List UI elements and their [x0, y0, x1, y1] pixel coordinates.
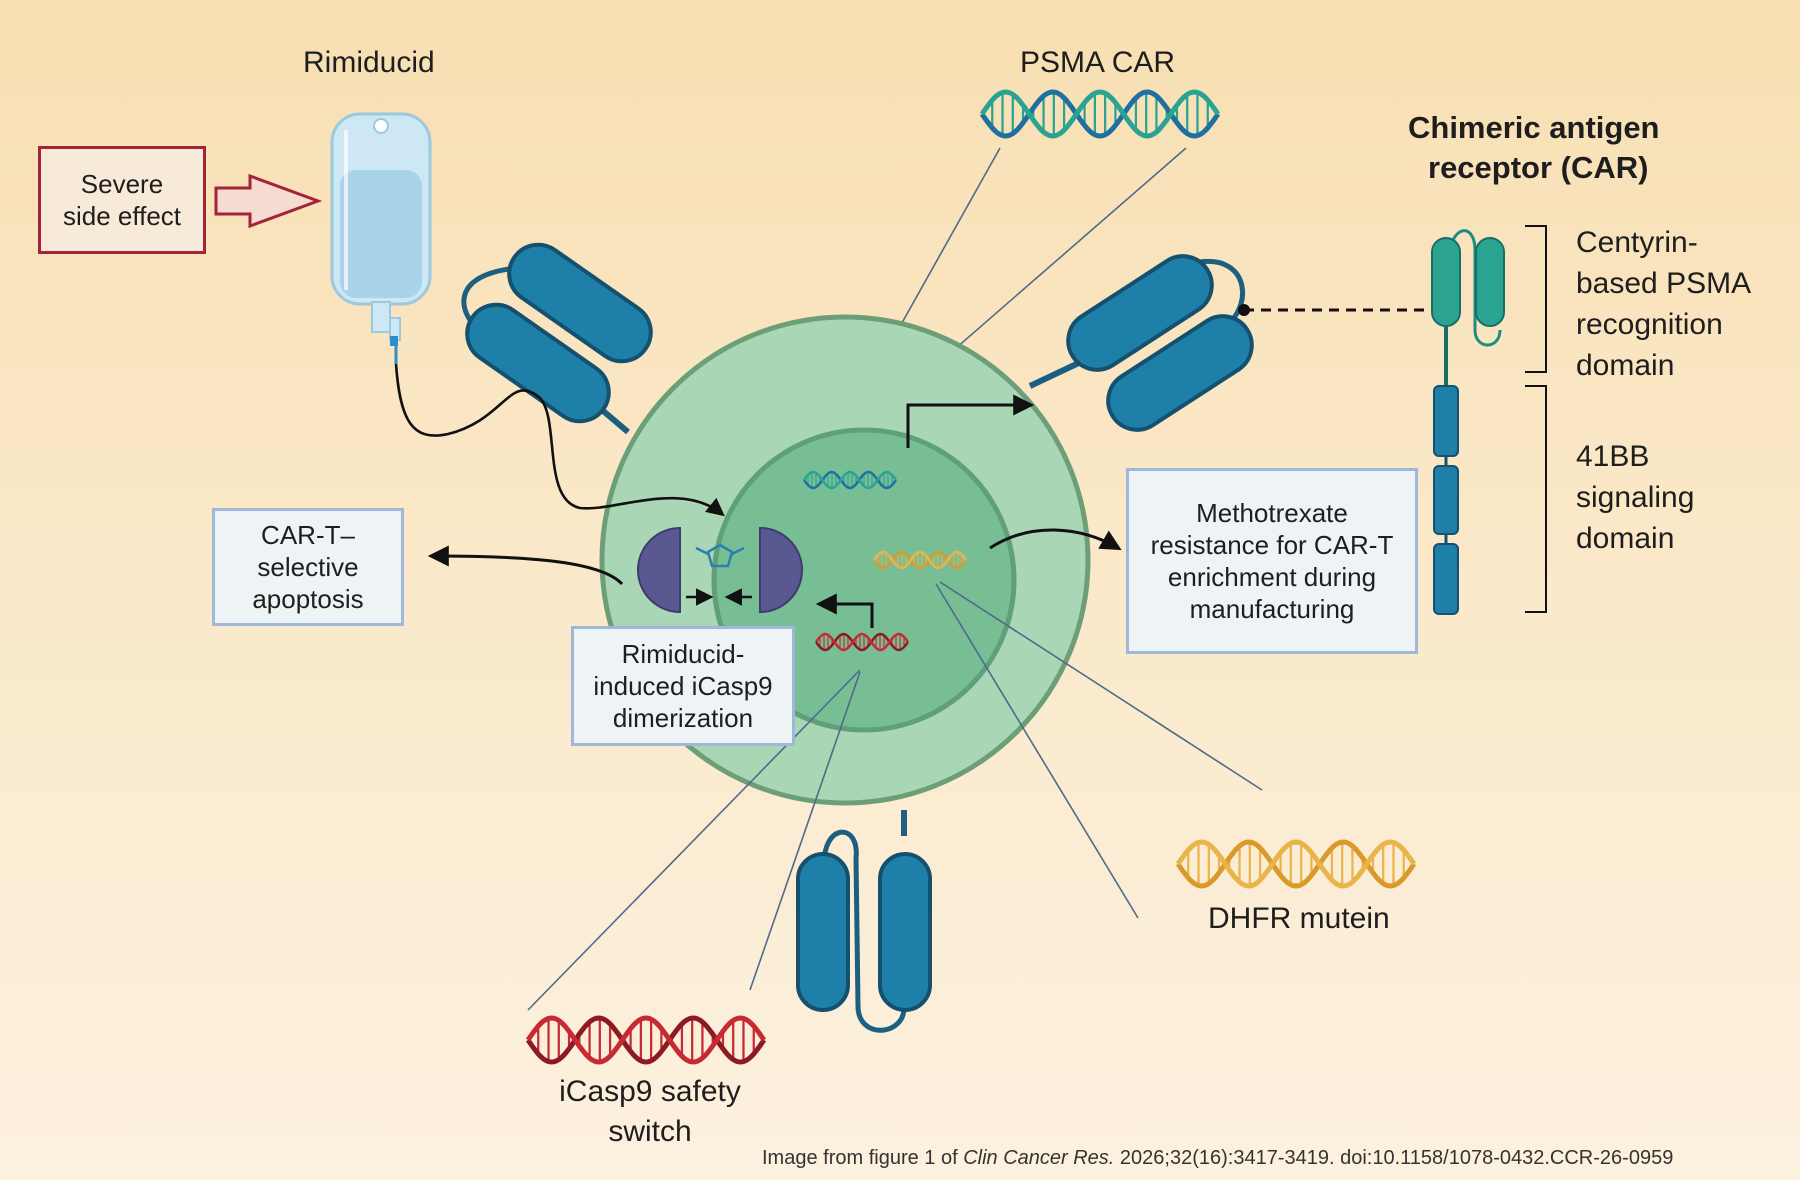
box-line: Methotrexate — [1196, 498, 1348, 528]
nucleus-psma-dna-icon — [803, 470, 897, 490]
centyrin-line: domain — [1576, 349, 1675, 382]
dimerization-box: Rimiducid- induced iCasp9 dimerization — [571, 626, 795, 746]
centyrin-line: recognition — [1576, 308, 1723, 341]
image-credit: Image from figure 1 of Clin Cancer Res. … — [762, 1147, 1673, 1170]
psma-car-label: PSMA CAR — [1020, 46, 1176, 79]
car-expression-arrow — [906, 394, 1035, 448]
box-line: side effect — [62, 201, 182, 231]
apoptosis-arrow — [427, 545, 624, 586]
box-line: Severe — [80, 169, 164, 199]
iv-bag-icon — [330, 112, 432, 364]
icasp9-dna-icon — [525, 1015, 767, 1065]
nucleus-icasp9-dna-icon — [815, 632, 909, 652]
apoptosis-box: CAR-T– selective apoptosis — [212, 508, 404, 626]
dhfr-mutein-dna-icon — [1175, 839, 1417, 889]
signaling-line: domain — [1576, 522, 1675, 555]
iv-tube — [394, 363, 725, 517]
severe-side-effect-box: Severe side effect — [38, 146, 206, 254]
nucleus-dhfr-dna-icon — [873, 550, 967, 570]
car-title-line1: Chimeric antigen — [1408, 110, 1660, 145]
methotrexate-box: Methotrexate resistance for CAR-T enrich… — [1126, 468, 1418, 654]
car-receptor-bottom — [796, 829, 932, 1033]
car-title-line2: receptor (CAR) — [1428, 150, 1649, 185]
credit-journal: Clin Cancer Res. — [963, 1147, 1115, 1169]
dhfr-arrow — [989, 528, 1122, 551]
credit-suffix: 2026;32(16):3417-3419. doi:10.1158/1078-… — [1114, 1147, 1674, 1169]
severe-arrow-icon — [214, 173, 323, 229]
signaling-line: 41BB — [1576, 440, 1650, 473]
box-line: Rimiducid- — [621, 639, 745, 669]
credit-prefix: Image from figure 1 of — [762, 1147, 964, 1169]
centyrin-domain-label: Centyrin- based PSMA recognition domain — [1576, 222, 1751, 386]
centyrin-line: Centyrin- — [1576, 226, 1698, 259]
box-line: enrichment during — [1167, 562, 1377, 592]
car-receptor-top-left — [461, 242, 653, 424]
box-line: dimerization — [612, 703, 754, 733]
box-line: apoptosis — [252, 584, 364, 614]
box-line: selective — [257, 552, 359, 582]
signaling-domain-label: 41BB signaling domain — [1576, 436, 1694, 559]
dhfr-mutein-label: DHFR mutein — [1208, 902, 1390, 935]
icasp9-dimer-icon — [637, 526, 803, 614]
car-receptor-top-right — [1066, 254, 1254, 432]
box-line: resistance for CAR-T — [1150, 530, 1394, 560]
car-schematic — [1238, 225, 1547, 615]
icasp9-line: iCasp9 safety — [559, 1075, 741, 1108]
box-line: CAR-T– — [261, 520, 355, 550]
rimiducid-label: Rimiducid — [303, 46, 435, 79]
box-line: manufacturing — [1189, 594, 1355, 624]
icasp9-expression-arrow — [815, 593, 874, 628]
icasp9-label: iCasp9 safety switch — [540, 1072, 760, 1152]
box-line: induced iCasp9 — [593, 671, 773, 701]
centyrin-line: based PSMA — [1576, 267, 1752, 300]
other-leader-lines — [527, 581, 1263, 1011]
psma-car-dna-icon — [979, 89, 1221, 139]
icasp9-line: switch — [608, 1115, 692, 1148]
signaling-line: signaling — [1576, 481, 1695, 514]
dna-helices — [525, 89, 1417, 1065]
